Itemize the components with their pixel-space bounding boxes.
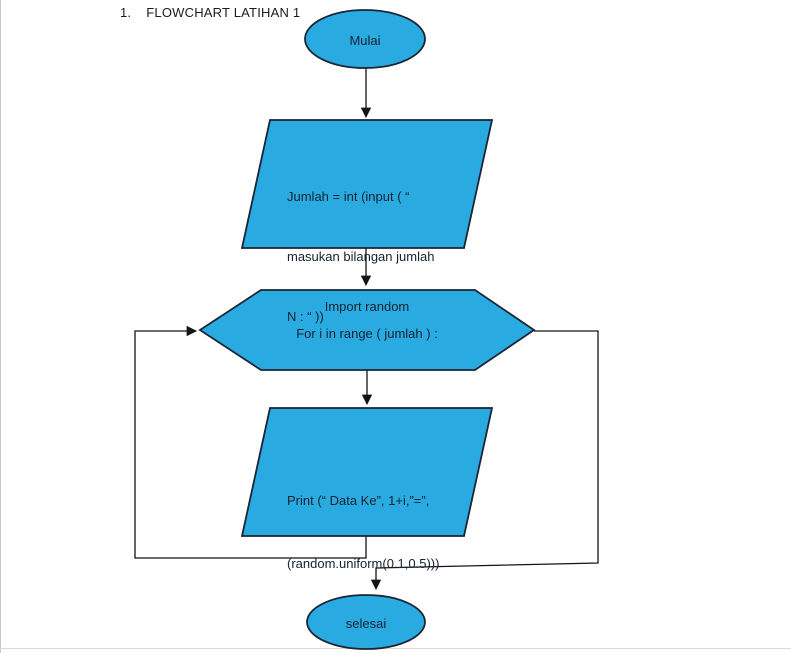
title-text: FLOWCHART LATIHAN 1 bbox=[146, 5, 301, 20]
input-parallelogram-shape[interactable] bbox=[240, 119, 494, 249]
loop-label-line-1: Import random bbox=[324, 299, 410, 314]
loop-hexagon-shape[interactable] bbox=[198, 289, 536, 371]
loop-label-line-2: For i in range ( jumlah ) : bbox=[296, 326, 438, 341]
page-bottom-border bbox=[0, 648, 791, 649]
start-label: Mulai bbox=[349, 33, 381, 48]
input-label-line-1: Jumlah = int (input ( “ bbox=[287, 189, 410, 204]
output-label-line-2: (random.uniform(0.1,0.5))) bbox=[287, 556, 440, 571]
input-label: Jumlah = int (input ( “ masukan bilangan… bbox=[287, 147, 434, 367]
end-label: selesai bbox=[345, 616, 387, 631]
output-parallelogram-shape[interactable] bbox=[240, 407, 494, 537]
output-label: Print (“ Data Ke”, 1+i,”=”, (random.unif… bbox=[287, 448, 439, 616]
input-label-line-3: N : “ )) bbox=[287, 309, 324, 324]
start-terminator-shape[interactable] bbox=[304, 9, 426, 69]
document-title: 1. FLOWCHART LATIHAN 1 bbox=[120, 5, 300, 20]
title-list-number: 1. bbox=[120, 5, 132, 20]
end-terminator-shape[interactable] bbox=[306, 594, 426, 650]
connector-loop-to-end[interactable] bbox=[370, 330, 599, 591]
connector-loopback-output-to-loop[interactable] bbox=[134, 325, 367, 559]
output-label-line-1: Print (“ Data Ke”, 1+i,”=”, bbox=[287, 493, 430, 508]
page-left-border bbox=[0, 0, 1, 653]
input-label-line-2: masukan bilangan jumlah bbox=[287, 249, 435, 264]
